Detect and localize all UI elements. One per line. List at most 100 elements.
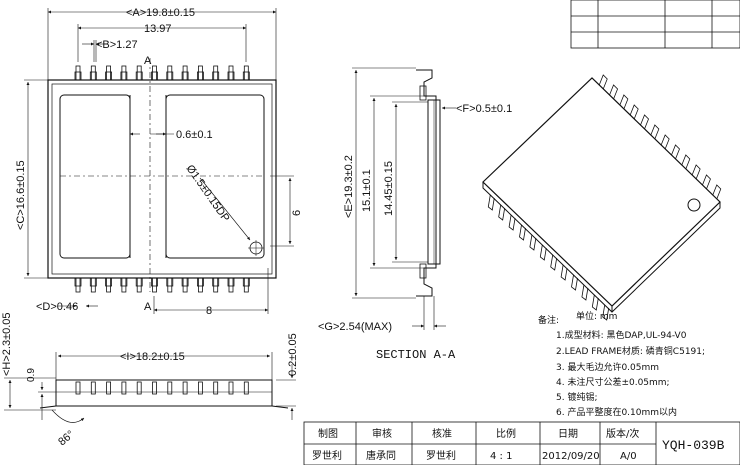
- lead-top: [182, 65, 188, 81]
- side-lead: [152, 381, 157, 395]
- lead-bottom-shoulder: [212, 277, 220, 287]
- dim-a: <A>19.8±0.15: [126, 7, 195, 19]
- iso-lead-bottom: [550, 254, 558, 271]
- iso-lead-bottom: [602, 304, 610, 321]
- iso-lead-top: [660, 134, 670, 150]
- dim-0-9: 0.9: [26, 368, 37, 382]
- lead-bottom: [121, 277, 127, 293]
- lead-top-shoulder: [166, 71, 174, 81]
- dim-f: <F>0.5±0.1: [456, 103, 512, 115]
- dim-e: <E>19.3±0.2: [343, 155, 355, 218]
- notes-unit: 单位: mm: [576, 310, 617, 322]
- lead-top-shoulder: [74, 71, 82, 81]
- section-marker-top: A: [144, 55, 152, 67]
- notes-header: 备注:: [538, 314, 559, 326]
- iso-lead-top: [609, 84, 619, 100]
- dim-0-2: 0.2±0.05: [287, 333, 299, 376]
- lead-bottom: [75, 277, 81, 293]
- note-item-6: 6. 产品平整度在0.10mm以内: [556, 406, 677, 418]
- note-item-1: 1.成型材料: 黑色DAP,UL-94-V0: [556, 329, 687, 341]
- lead-top-shoulder: [181, 71, 189, 81]
- dim-b: <B>1.27: [96, 39, 138, 51]
- note-item-2: 2.LEAD FRAME材质: 磷青铜C5191;: [556, 345, 705, 357]
- tb-header-checked: 审核: [372, 427, 392, 440]
- side-lead: [213, 381, 219, 395]
- dim-8: 8: [206, 305, 212, 317]
- dim-14-45: 14.45±0.15: [383, 161, 395, 216]
- note-item-5: 5. 镀纯锡;: [556, 391, 597, 403]
- top-view: [47, 58, 277, 293]
- iso-lead-bottom: [487, 194, 495, 211]
- lead-top-shoulder: [196, 71, 204, 81]
- tb-scale: 4 : 1: [490, 451, 512, 462]
- lead-top-shoulder: [227, 71, 235, 81]
- side-lead: [90, 381, 96, 395]
- lead-bottom-shoulder: [74, 277, 82, 287]
- lead-top: [136, 65, 142, 81]
- iso-lead-top: [691, 164, 701, 180]
- dim-lead-gap: 0.6±0.1: [176, 129, 213, 141]
- lead-bottom: [152, 277, 157, 293]
- side-lead: [228, 381, 234, 395]
- lead-top: [197, 65, 203, 81]
- side-lead: [106, 381, 111, 395]
- iso-lead-bottom: [529, 234, 537, 251]
- dim-15-1: 15.1±0.1: [361, 169, 373, 212]
- tb-version: A/0: [620, 451, 637, 462]
- dim-g: <G>2.54(MAX): [318, 321, 392, 333]
- lead-bottom: [228, 277, 234, 293]
- title-block: [303, 421, 740, 465]
- lead-bottom-shoulder: [181, 277, 189, 287]
- side-lead: [167, 381, 173, 395]
- lead-top: [213, 65, 219, 81]
- lead-top: [228, 65, 234, 81]
- side-lead: [182, 381, 188, 395]
- lead-bottom-shoulder: [151, 277, 158, 287]
- iso-lead-top: [702, 174, 711, 190]
- lead-bottom-shoulder: [196, 277, 204, 287]
- dim-pitch-total: 13.97: [144, 23, 172, 35]
- iso-lead-bottom: [539, 244, 547, 261]
- iso-lead-bottom: [581, 284, 589, 301]
- iso-lead-top: [619, 94, 629, 110]
- lead-bottom: [167, 277, 173, 293]
- lead-top-shoulder: [89, 71, 97, 81]
- tb-header-drawn: 制图: [318, 427, 338, 440]
- lead-top: [90, 65, 96, 81]
- lead-bottom: [136, 277, 142, 293]
- iso-lead-top: [650, 124, 660, 140]
- section-view: [416, 69, 441, 297]
- iso-lead-bottom: [498, 204, 506, 221]
- tb-header-date: 日期: [558, 428, 578, 440]
- iso-lead-top: [681, 154, 691, 170]
- title-block-text: 制图 审核 核准 比例 日期 版本/次 罗世利 唐承同 罗世利 4 : 1 20…: [312, 427, 725, 462]
- note-item-4: 4. 未注尺寸公差±0.05mm;: [556, 376, 670, 388]
- iso-lead-bottom: [591, 294, 599, 311]
- dim-i: <I>18.2±0.15: [120, 351, 185, 363]
- dim-angle: 86°: [56, 428, 76, 448]
- dim-h: <H>2.3±0.05: [1, 312, 13, 376]
- tb-approved-by: 罗世利: [426, 450, 456, 462]
- side-lead: [136, 381, 142, 395]
- iso-lead-top: [640, 114, 649, 130]
- lead-top: [121, 65, 127, 81]
- section-marker-bottom: A: [144, 301, 152, 313]
- dim-6: 6: [291, 210, 303, 216]
- tb-header-version: 版本/次: [606, 427, 639, 440]
- top-dimensions: [24, 8, 294, 314]
- side-view: [39, 379, 289, 409]
- side-dimensions: [4, 352, 296, 423]
- dim-d: <D>0.46: [36, 301, 78, 313]
- side-lead: [197, 381, 203, 395]
- iso-lead-top: [712, 184, 722, 200]
- lead-bottom-shoulder: [120, 277, 128, 287]
- side-lead: [121, 381, 127, 395]
- section-dimensions: [352, 67, 456, 330]
- lead-bottom-shoulder: [105, 277, 112, 287]
- lead-top: [75, 65, 81, 81]
- top-dimension-labels: <A>19.8±0.15 13.97 <B>1.27 A 0.6±0.1 <C>…: [15, 7, 303, 317]
- iso-lead-bottom: [560, 264, 568, 281]
- tb-part-number: YQH-039B: [662, 438, 725, 453]
- iso-lead-top: [671, 144, 680, 160]
